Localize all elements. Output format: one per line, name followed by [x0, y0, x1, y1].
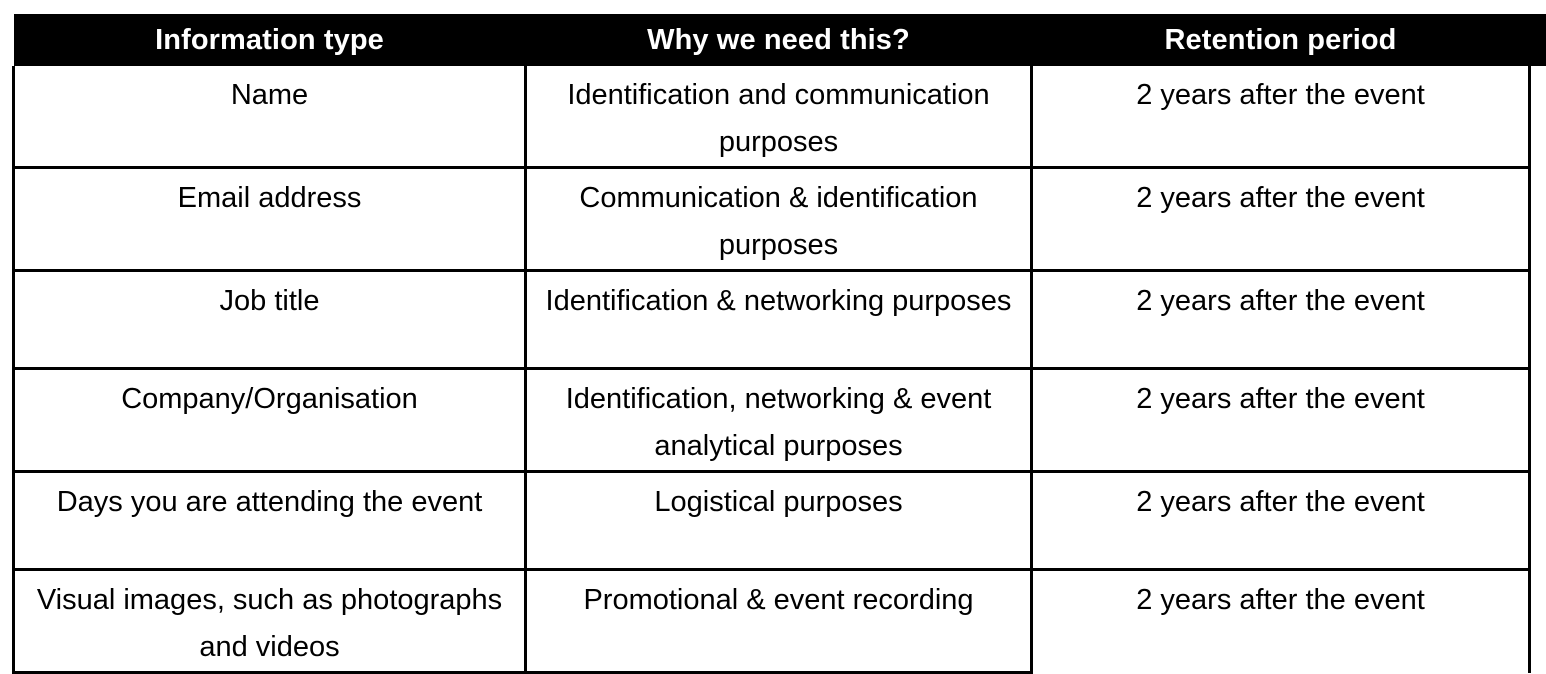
- cell-information-type: Visual images, such as photographs and v…: [12, 569, 527, 674]
- table-row: Email address Communication & identifica…: [12, 167, 1531, 272]
- cell-information-type: Days you are attending the event: [12, 471, 527, 571]
- cell-retention-period: 2 years after the event: [1030, 569, 1531, 673]
- cell-retention-period: 2 years after the event: [1030, 167, 1531, 272]
- cell-why-we-need-this: Identification & networking purposes: [524, 270, 1033, 370]
- cell-retention-period: 2 years after the event: [1030, 270, 1531, 370]
- column-header-retention-period: Retention period: [1031, 14, 1546, 66]
- data-retention-table: Information type Why we need this? Reten…: [12, 14, 1546, 674]
- cell-why-we-need-this: Identification, networking & event analy…: [524, 368, 1033, 473]
- table-header: Information type Why we need this? Reten…: [13, 14, 1546, 66]
- cell-why-we-need-this: Communication & identification purposes: [524, 167, 1033, 272]
- cell-retention-period: 2 years after the event: [1030, 368, 1531, 473]
- cell-why-we-need-this: Identification and communication purpose…: [524, 66, 1033, 169]
- table-row: Days you are attending the event Logisti…: [12, 471, 1531, 571]
- cell-information-type: Job title: [12, 270, 527, 370]
- table-body: Name Identification and communication pu…: [12, 66, 1531, 674]
- table-row: Visual images, such as photographs and v…: [12, 569, 1531, 674]
- cell-information-type: Email address: [12, 167, 527, 272]
- cell-why-we-need-this: Logistical purposes: [524, 471, 1033, 571]
- table-row: Name Identification and communication pu…: [12, 66, 1531, 169]
- cell-retention-period: 2 years after the event: [1030, 471, 1531, 571]
- cell-information-type: Name: [12, 66, 527, 169]
- column-header-why-we-need-this: Why we need this?: [525, 14, 1032, 66]
- table-header-row: Information type Why we need this? Reten…: [13, 14, 1546, 66]
- table-row: Job title Identification & networking pu…: [12, 270, 1531, 370]
- column-header-information-type: Information type: [13, 14, 526, 66]
- cell-retention-period: 2 years after the event: [1030, 66, 1531, 169]
- table-row: Company/Organisation Identification, net…: [12, 368, 1531, 473]
- cell-information-type: Company/Organisation: [12, 368, 527, 473]
- cell-why-we-need-this: Promotional & event recording: [524, 569, 1033, 674]
